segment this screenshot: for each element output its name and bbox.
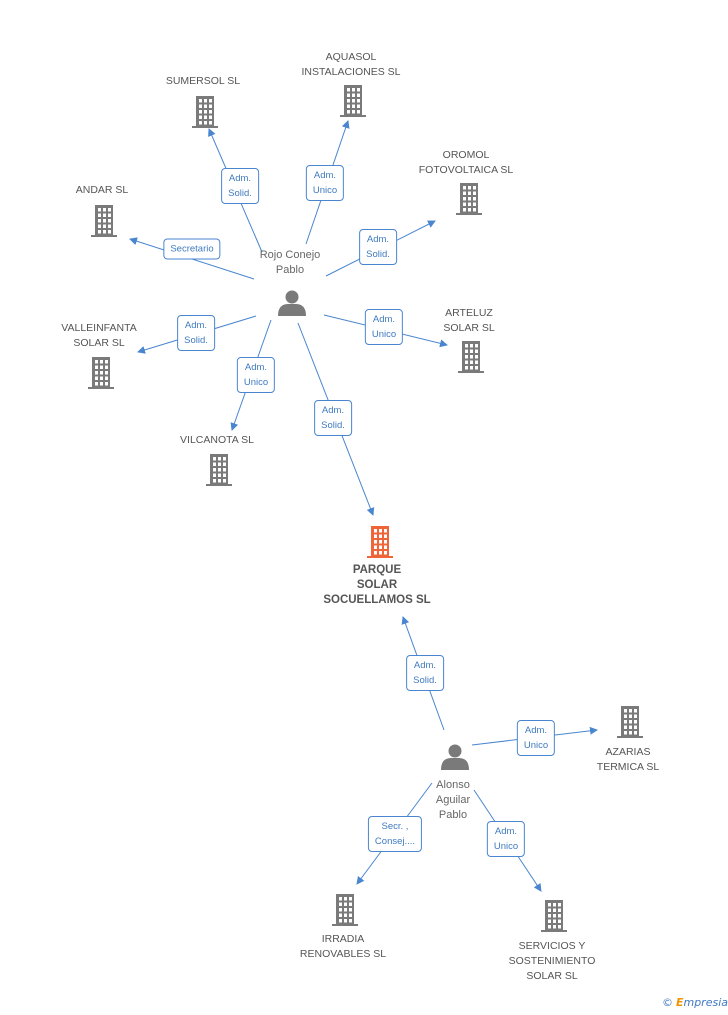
company-label-oromol[interactable]: OROMOL FOTOVOLTAICA SL bbox=[418, 149, 514, 176]
building-icon-parque[interactable] bbox=[367, 526, 393, 558]
nodes-layer bbox=[88, 85, 643, 932]
building-icon-servicios[interactable] bbox=[541, 900, 567, 932]
building-icon-arteluz[interactable] bbox=[458, 341, 484, 373]
edge-label-alonso-irradia[interactable]: Secr. , Consej.... bbox=[367, 816, 423, 852]
building-icon-azarias[interactable] bbox=[617, 706, 643, 738]
company-label-servicios[interactable]: SERVICIOS Y SOSTENIMIENTO SOLAR SL bbox=[508, 940, 596, 982]
edge-label-rojo-oromol[interactable]: Adm. Solid. bbox=[359, 229, 397, 265]
edge-label-rojo-parque[interactable]: Adm. Solid. bbox=[314, 400, 352, 436]
company-label-irradia[interactable]: IRRADIA RENOVABLES SL bbox=[299, 933, 387, 960]
person-icon-alonso[interactable] bbox=[441, 744, 469, 771]
footer: ©Empresia bbox=[662, 996, 728, 1009]
company-label-valleinfanta[interactable]: VALLEINFANTA SOLAR SL bbox=[61, 322, 137, 349]
edge-label-alonso-servicios[interactable]: Adm. Unico bbox=[486, 821, 526, 857]
building-icon-vilcanota[interactable] bbox=[206, 454, 232, 486]
edge-label-alonso-azarias[interactable]: Adm. Unico bbox=[516, 720, 556, 756]
person-label-alonso[interactable]: Alonso Aguilar Pablo bbox=[435, 779, 471, 821]
edge-label-rojo-valleinfanta[interactable]: Adm. Solid. bbox=[177, 315, 215, 351]
edge-label-rojo-arteluz[interactable]: Adm. Unico bbox=[364, 309, 404, 345]
company-label-vilcanota[interactable]: VILCANOTA SL bbox=[180, 434, 254, 446]
building-icon-andar[interactable] bbox=[91, 205, 117, 237]
edge-label-rojo-aquasol[interactable]: Adm. Unico bbox=[305, 165, 345, 201]
company-label-azarias[interactable]: AZARIAS TERMICA SL bbox=[596, 746, 660, 773]
building-icon-aquasol[interactable] bbox=[340, 85, 366, 117]
person-icon-rojo[interactable] bbox=[278, 290, 306, 317]
company-label-aquasol[interactable]: AQUASOL INSTALACIONES SL bbox=[301, 51, 401, 78]
building-icon-sumersol[interactable] bbox=[192, 96, 218, 128]
edge-label-rojo-andar[interactable]: Secretario bbox=[163, 238, 221, 260]
brand-name: mpresia bbox=[683, 996, 728, 1009]
edge-label-alonso-parque[interactable]: Adm. Solid. bbox=[406, 655, 444, 691]
edge-label-rojo-vilcanota[interactable]: Adm. Unico bbox=[236, 357, 276, 393]
company-label-arteluz[interactable]: ARTELUZ SOLAR SL bbox=[443, 307, 495, 334]
person-label-rojo[interactable]: Rojo Conejo Pablo bbox=[259, 249, 321, 276]
building-icon-oromol[interactable] bbox=[456, 183, 482, 215]
company-label-parque[interactable]: PARQUE SOLAR SOCUELLAMOS SL bbox=[323, 564, 431, 606]
company-label-sumersol[interactable]: SUMERSOL SL bbox=[165, 75, 241, 87]
copyright-symbol: © bbox=[661, 996, 673, 1009]
building-icon-irradia[interactable] bbox=[332, 894, 358, 926]
edge-label-rojo-sumersol[interactable]: Adm. Solid. bbox=[221, 168, 259, 204]
building-icon-valleinfanta[interactable] bbox=[88, 357, 114, 389]
brand-initial: E bbox=[675, 996, 684, 1009]
company-label-andar[interactable]: ANDAR SL bbox=[75, 184, 129, 196]
